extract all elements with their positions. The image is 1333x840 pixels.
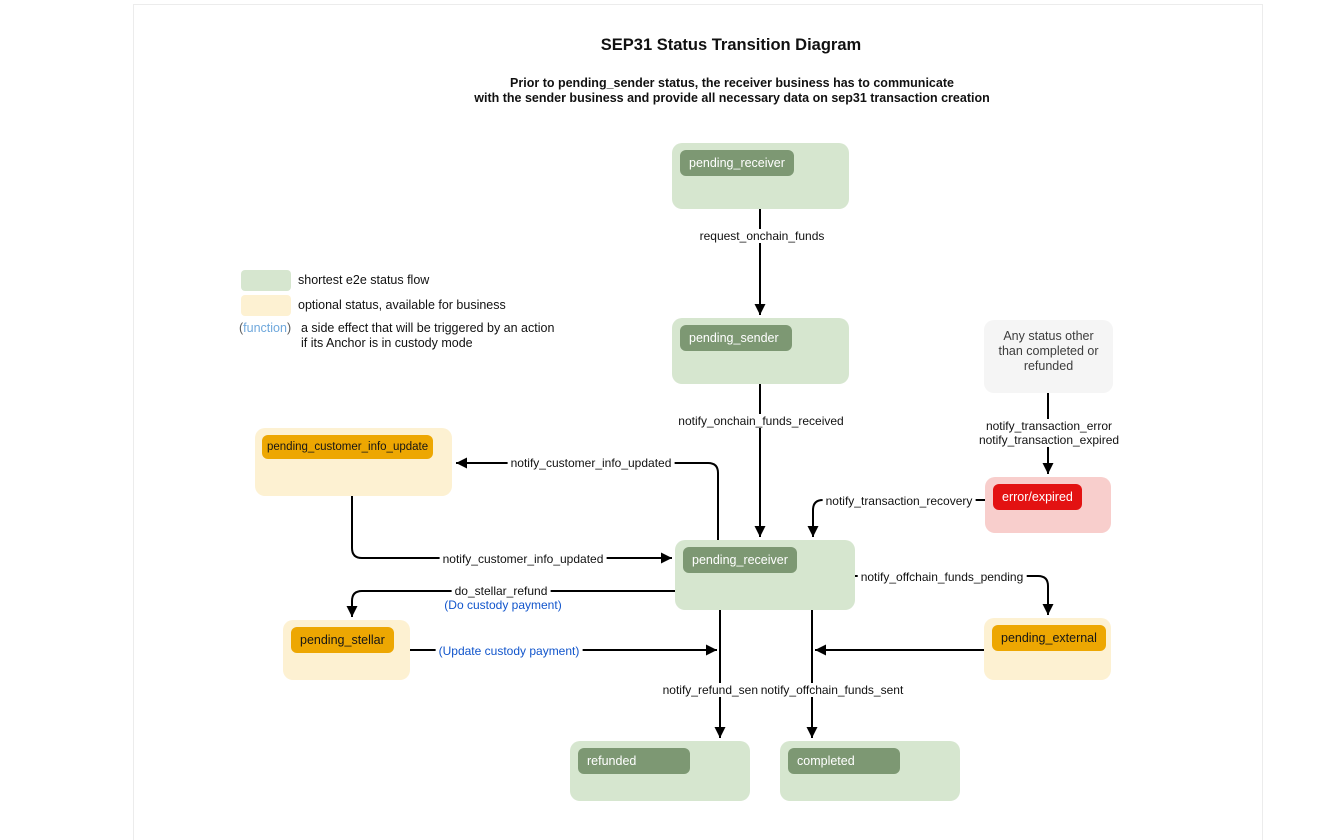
diagram-subtitle: Prior to pending_sender status, the rece… — [474, 76, 989, 106]
edge-notify-customer-info-updated-down — [351, 496, 672, 564]
node-pending-customer-info-update: pending_customer_info_update — [255, 428, 452, 496]
legend-function-desc-line-2: if its Anchor is in custody mode — [301, 336, 473, 350]
edge-label-notify-transaction-error: notify_transaction_error — [982, 419, 1116, 433]
node-pending-customer-info-update-label: pending_customer_info_update — [262, 435, 434, 459]
node-any-status: Any status other than completed or refun… — [984, 320, 1113, 393]
edge-label-notify-onchain-funds-received: notify_onchain_funds_received — [675, 414, 847, 428]
edge-label-notify-transaction-recovery: notify_transaction_recovery — [822, 494, 976, 508]
node-pending-receiver-top: pending_receiver — [672, 143, 849, 209]
edge-label-request-onchain-funds: request_onchain_funds — [696, 229, 828, 243]
edge-notify-offchain-funds-pending — [855, 575, 1054, 615]
node-pending-stellar: pending_stellar — [283, 620, 410, 680]
edge-label-do-stellar-refund: do_stellar_refund — [451, 584, 551, 598]
legend-function-token: (function) — [239, 321, 291, 335]
node-pending-sender: pending_sender — [672, 318, 849, 384]
legend-yellow-label: optional status, available for business — [298, 298, 506, 312]
node-pending-external: pending_external — [984, 618, 1111, 680]
legend-green-label: shortest e2e status flow — [298, 273, 430, 287]
edge-label-notify-transaction-expired: notify_transaction_expired — [975, 433, 1123, 447]
edge-label-notify-refund-sent: notify_refund_sent — [659, 683, 765, 697]
legend-function-close-paren: ) — [286, 321, 292, 335]
subtitle-line-2: with the sender business and provide all… — [474, 91, 990, 105]
edge-do-stellar-refund — [346, 590, 675, 617]
edge-label-notify-offchain-funds-pending: notify_offchain_funds_pending — [857, 570, 1027, 584]
edge-label-notify-offchain-funds-sent: notify_offchain_funds_sent — [757, 683, 907, 697]
node-pending-receiver-mid: pending_receiver — [675, 540, 855, 610]
legend-green-swatch — [241, 270, 291, 291]
node-pending-receiver-top-label: pending_receiver — [680, 150, 794, 176]
legend-function-open-paren: ( — [239, 321, 244, 335]
edge-notify-customer-info-updated-up — [456, 457, 719, 540]
edge-label-do-custody-payment: (Do custody payment) — [441, 598, 565, 612]
node-error-expired: error/expired — [985, 477, 1111, 533]
node-completed: completed — [780, 741, 960, 801]
edge-label-notify-customer-info-updated-down: notify_customer_info_updated — [439, 552, 607, 566]
diagram-title: SEP31 Status Transition Diagram — [600, 36, 862, 54]
legend-function-desc-line-1: a side effect that will be triggered by … — [301, 321, 555, 335]
legend-function-word: function — [243, 321, 287, 335]
subtitle-line-1: Prior to pending_sender status, the rece… — [510, 76, 954, 90]
node-pending-stellar-label: pending_stellar — [291, 627, 394, 653]
node-completed-label: completed — [788, 748, 900, 774]
node-refunded: refunded — [570, 741, 750, 801]
node-error-expired-label: error/expired — [993, 484, 1082, 510]
node-refunded-label: refunded — [578, 748, 690, 774]
node-pending-receiver-mid-label: pending_receiver — [683, 547, 797, 573]
node-pending-external-label: pending_external — [992, 625, 1106, 651]
edge-label-notify-customer-info-updated-up: notify_customer_info_updated — [507, 456, 675, 470]
node-pending-sender-label: pending_sender — [680, 325, 792, 351]
legend-yellow-swatch — [241, 295, 291, 316]
edge-label-update-custody-payment: (Update custody payment) — [435, 644, 583, 658]
